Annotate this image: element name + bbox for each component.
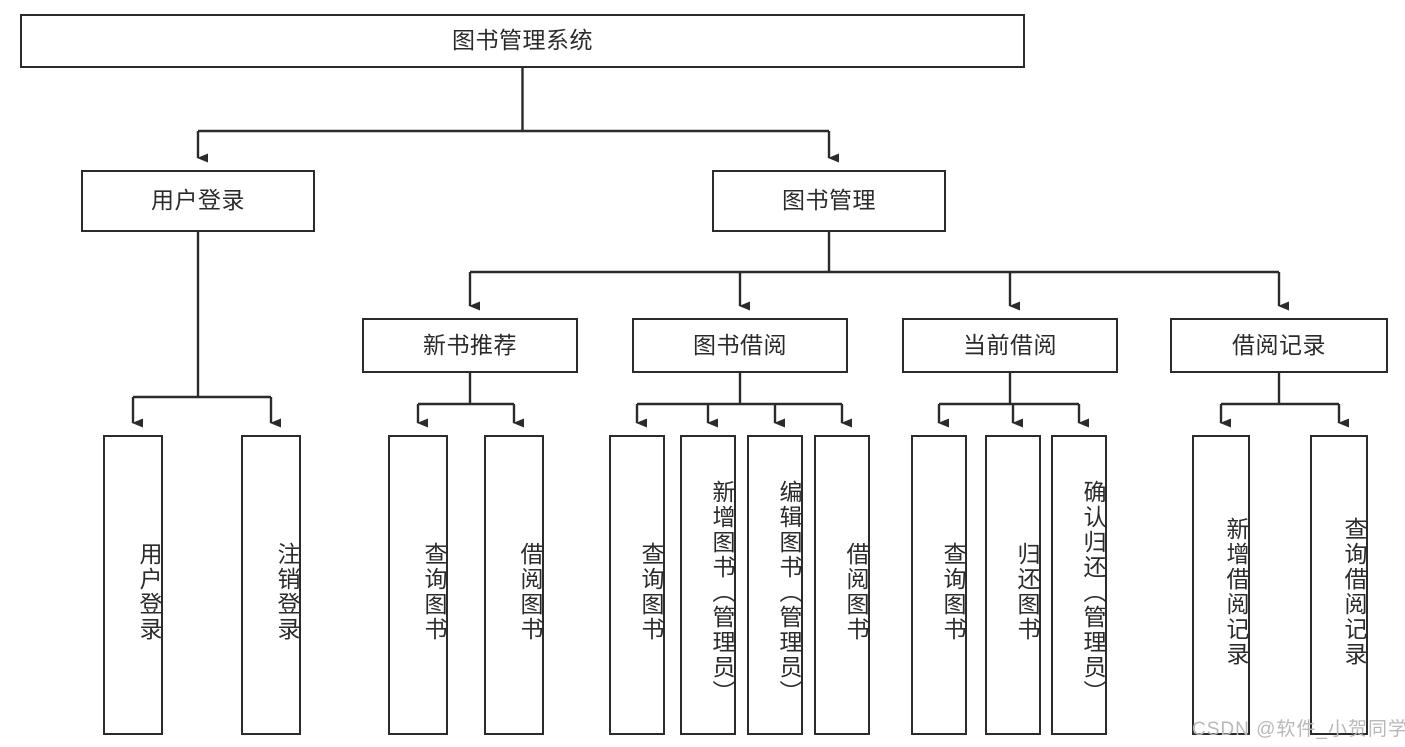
leaf-node-box[interactable]: 新增图书（管理员） xyxy=(680,435,736,735)
leaf-node-label: 新增图书（管理员） xyxy=(709,479,735,705)
leaf-node-label: 查询图书 xyxy=(421,542,447,642)
leaf-node-label: 注销登录 xyxy=(274,542,300,642)
leaf-node-box[interactable]: 借阅图书 xyxy=(484,435,544,735)
level3-node-box[interactable]: 图书借阅 xyxy=(632,318,848,373)
root-node-box[interactable]: 图书管理系统 xyxy=(20,14,1025,68)
leaf-node-box[interactable]: 查询图书 xyxy=(388,435,448,735)
leaf-node-label: 编辑图书（管理员） xyxy=(776,479,802,705)
level3-node-box[interactable]: 当前借阅 xyxy=(902,318,1118,373)
leaf-node-label: 查询借阅记录 xyxy=(1341,517,1367,667)
leaf-node-label: 归还图书 xyxy=(1014,542,1040,642)
csdn-watermark: CSDN @软件_小贺同学 xyxy=(1192,719,1405,740)
leaf-node-label: 用户登录 xyxy=(136,542,162,642)
leaf-node-box[interactable]: 确认归还（管理员） xyxy=(1051,435,1107,735)
leaf-node-box[interactable]: 查询图书 xyxy=(609,435,665,735)
leaf-node-label: 借阅图书 xyxy=(843,542,869,642)
leaf-node-box[interactable]: 新增借阅记录 xyxy=(1192,435,1250,735)
level3-node-label: 当前借阅 xyxy=(963,331,1057,358)
root-node-label: 图书管理系统 xyxy=(452,27,593,54)
level2-node-box[interactable]: 图书管理 xyxy=(712,170,946,232)
level2-node-label: 图书管理 xyxy=(782,187,876,214)
leaf-node-box[interactable]: 用户登录 xyxy=(103,435,163,735)
leaf-node-label: 确认归还（管理员） xyxy=(1080,479,1106,705)
leaf-node-label: 新增借阅记录 xyxy=(1223,517,1249,667)
leaf-node-box[interactable]: 编辑图书（管理员） xyxy=(747,435,803,735)
leaf-node-box[interactable]: 归还图书 xyxy=(985,435,1041,735)
level2-node-label: 用户登录 xyxy=(151,187,245,214)
level3-node-label: 图书借阅 xyxy=(693,331,787,358)
leaf-node-box[interactable]: 借阅图书 xyxy=(814,435,870,735)
leaf-node-label: 借阅图书 xyxy=(517,542,543,642)
level3-node-box[interactable]: 新书推荐 xyxy=(362,318,578,373)
leaf-node-label: 查询图书 xyxy=(940,542,966,642)
level3-node-label: 新书推荐 xyxy=(423,331,517,358)
leaf-node-box[interactable]: 查询图书 xyxy=(911,435,967,735)
level2-node-box[interactable]: 用户登录 xyxy=(81,170,315,232)
leaf-node-box[interactable]: 查询借阅记录 xyxy=(1310,435,1368,735)
level3-node-box[interactable]: 借阅记录 xyxy=(1170,318,1388,373)
leaf-node-label: 查询图书 xyxy=(638,542,664,642)
level3-node-label: 借阅记录 xyxy=(1232,331,1326,358)
leaf-node-box[interactable]: 注销登录 xyxy=(241,435,301,735)
